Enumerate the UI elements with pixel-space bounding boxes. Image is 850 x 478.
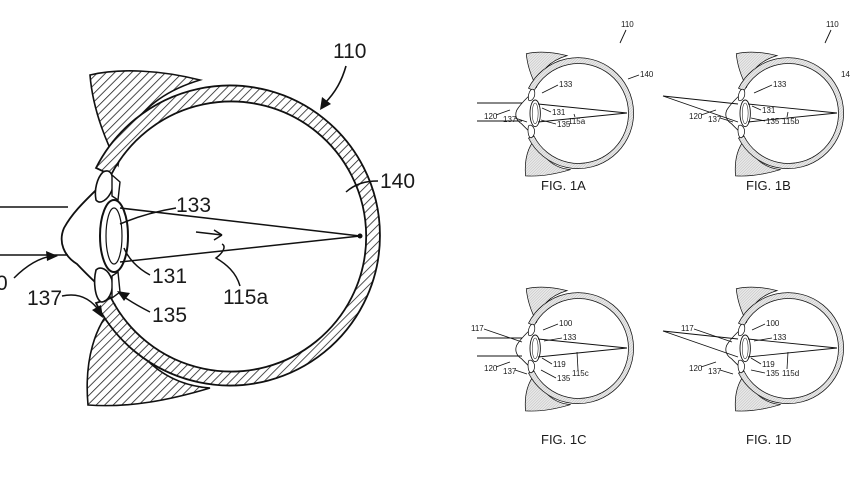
fig-1c-label-135: 135 [557,374,571,383]
arrowhead-110 [320,97,331,110]
converging-ray-bottom [119,235,361,263]
leader-133 [119,207,177,225]
iris-upper [94,170,114,203]
iris-lower [93,267,114,303]
fig-1b-label-133: 133 [773,80,787,89]
fig-1c-caption: FIG. 1C [541,432,587,447]
sclera-wall [94,84,381,387]
fig-1a-label-110: 110 [621,20,634,29]
lens [99,199,129,273]
label-110: 110 [333,40,366,63]
arrowhead-120 [46,251,58,261]
fig-1b-label-110: 110 [826,20,839,29]
arrowhead-137 [92,305,103,318]
fig-1b-label-135: 135 [766,117,780,126]
fig-1a-label-115: 115a [568,117,586,126]
fig-1d-label-117: 117 [681,324,694,333]
main-eye-figure: 110 140 133 131 115a 137 135 0 [0,40,415,407]
fig-1d: 117 100 133 119 120 137 135 115d FIG. 1D [662,286,845,447]
fig-1a-label-135: 135 [557,120,571,129]
leader-115a [214,243,241,287]
fig-1b-label-120: 120 [689,112,703,121]
fig-1b-caption: FIG. 1B [746,178,791,193]
fig-1a-caption: FIG. 1A [541,178,586,193]
fig-1d-label-100: 100 [766,319,780,328]
fig-1a: 110 140 133 131 120 137 135 115a FIG. 1A [477,20,654,193]
label-137: 137 [27,287,62,310]
fig-1d-label-133: 133 [773,333,787,342]
fig-1d-label-115: 115d [782,369,799,378]
fig-1d-label-135: 135 [766,369,780,378]
fig-1a-label-137: 137 [503,115,517,124]
fig-1b-label-137: 137 [708,115,722,124]
lens-inner [105,207,123,265]
label-140: 140 [380,170,415,193]
leader-131 [123,247,151,276]
label-115a: 115a [223,286,268,309]
converging-ray-top [119,207,361,237]
fig-1b-label-115: 115b [782,117,800,126]
fig-1c-label-137: 137 [503,367,517,376]
leader-140 [345,180,379,193]
fig-1a-label-140: 140 [640,70,654,79]
fig-1c: 117 100 133 119 120 137 135 115c FIG. 1C [471,286,635,447]
focal-point [357,233,363,239]
fig-1d-label-120: 120 [689,364,703,373]
arrowhead-135 [117,291,130,301]
label-131: 131 [152,265,187,288]
fig-1c-label-115: 115c [572,369,589,378]
fig-1b-label-140: 14 [841,70,850,79]
ciliary-lower [111,270,121,300]
fig-1c-label-120: 120 [484,364,498,373]
fig-1a-label-131: 131 [552,108,566,117]
fig-1a-label-120: 120 [484,112,498,121]
ciliary-upper [111,173,121,202]
fig-1d-caption: FIG. 1D [746,432,792,447]
label-133: 133 [176,194,211,217]
fig-1c-label-119: 119 [553,360,566,369]
fig-1d-label-119: 119 [762,360,775,369]
fig-1b-label-131: 131 [762,106,776,115]
leader-110 [323,65,347,105]
fig-1c-label-100: 100 [559,319,573,328]
fig-1d-label-137: 137 [708,367,722,376]
fig-1a-label-133: 133 [559,80,573,89]
label-135: 135 [152,304,187,327]
label-120-partial: 0 [0,272,8,295]
ray-direction-arrow [195,231,223,236]
fig-1c-label-117: 117 [471,324,484,333]
leader-120 [13,255,53,279]
fig-1b: 110 14 133 131 120 137 135 115b FIG. 1B [662,20,850,193]
fig-1c-label-133: 133 [563,333,577,342]
